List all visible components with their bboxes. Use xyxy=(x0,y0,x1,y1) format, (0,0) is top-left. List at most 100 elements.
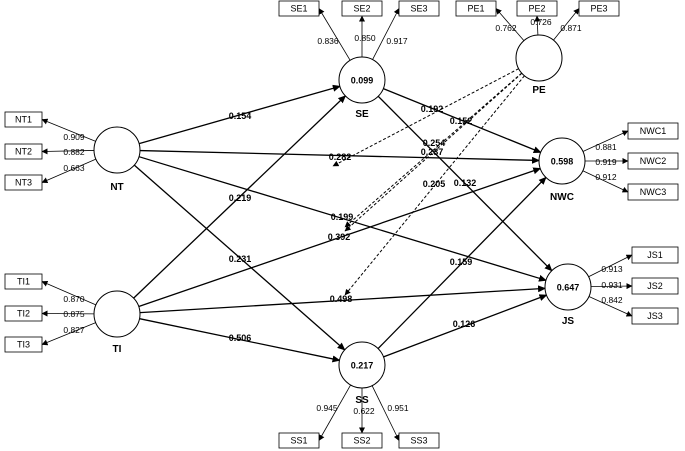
loading-arrow-ti1 xyxy=(41,280,97,306)
path-coef-ti-nwc: 0.392 xyxy=(328,232,351,242)
indicator-label-ti2: TI2 xyxy=(17,309,30,319)
loading-value-ss2: 0.622 xyxy=(353,406,375,416)
loading-value-js1: 0.913 xyxy=(601,264,623,274)
loading-value-se2: 0.850 xyxy=(354,33,376,43)
latent-circle-js xyxy=(544,263,592,311)
latent-circle-nt xyxy=(93,126,141,174)
loading-value-nwc3: 0.912 xyxy=(595,172,617,182)
loading-value-pe2: 0.726 xyxy=(530,17,552,27)
indicator-box-nt2 xyxy=(4,143,43,160)
indicator-label-nwc3: NWC3 xyxy=(640,187,667,197)
indicator-label-pe1: PE1 xyxy=(467,4,484,14)
path-nt-js xyxy=(138,156,547,282)
indicator-box-nwc1 xyxy=(627,122,679,140)
loading-arrow-nt3 xyxy=(41,158,97,184)
r-squared-js: 0.647 xyxy=(557,283,580,293)
moderation-path-pe-ti-js xyxy=(344,75,525,296)
path-coef-ti-js: 0.498 xyxy=(330,294,353,304)
indicator-box-nwc3 xyxy=(627,183,679,201)
path-coef-nt-nwc: 0.282 xyxy=(329,152,352,162)
loading-value-nt2: 0.882 xyxy=(63,147,85,157)
indicator-box-se3 xyxy=(398,0,440,17)
latent-label-ti: TI xyxy=(113,344,122,355)
loading-arrow-ss1 xyxy=(318,384,351,441)
indicator-box-ss3 xyxy=(398,432,440,449)
latent-label-se: SE xyxy=(355,109,369,120)
latent-label-nt: NT xyxy=(110,182,123,193)
path-nt-nwc xyxy=(139,149,541,164)
indicator-label-se2: SE2 xyxy=(353,4,370,14)
path-coef-ti-ss: 0.506 xyxy=(229,333,252,343)
indicator-box-pe2 xyxy=(516,0,558,17)
latent-circle-ti xyxy=(93,290,141,338)
path-coef-nt-ss: 0.231 xyxy=(229,254,252,264)
path-ti-se xyxy=(133,95,347,299)
path-se-js xyxy=(377,95,553,272)
indicator-box-pe3 xyxy=(578,0,620,17)
path-nt-ss xyxy=(133,164,346,351)
loading-value-nwc2: 0.919 xyxy=(595,157,617,167)
latent-circle-nwc xyxy=(538,137,586,185)
indicator-label-js3: JS3 xyxy=(647,311,663,321)
indicator-label-se3: SE3 xyxy=(410,4,427,14)
loading-arrow-js1 xyxy=(588,254,633,278)
path-coef-nt-se: 0.154 xyxy=(229,111,252,121)
path-coef-nt-js: 0.199 xyxy=(331,212,354,222)
loading-value-se3: 0.917 xyxy=(386,36,408,46)
indicator-label-nwc1: NWC1 xyxy=(640,126,667,136)
indicator-box-js3 xyxy=(631,307,679,325)
indicator-box-js2 xyxy=(631,277,679,295)
indicator-label-nwc2: NWC2 xyxy=(640,156,667,166)
loading-value-pe1: 0.762 xyxy=(495,23,517,33)
path-ss-js xyxy=(383,294,548,358)
moderation-path-pe-ti-se xyxy=(344,72,522,228)
path-coef-ss-js: 0.126 xyxy=(453,319,476,329)
loading-value-js3: 0.842 xyxy=(601,295,623,305)
loading-arrow-pe1 xyxy=(495,8,525,41)
loading-value-ti1: 0.870 xyxy=(63,294,85,304)
indicator-label-nt1: NT1 xyxy=(15,115,32,125)
indicator-label-nt3: NT3 xyxy=(15,178,32,188)
path-ti-ss xyxy=(139,318,341,363)
loading-value-se1: 0.836 xyxy=(317,36,339,46)
path-coef-ss-nwc: 0.159 xyxy=(450,257,473,267)
indicator-box-se2 xyxy=(341,0,383,17)
path-coef-ti-se: 0.219 xyxy=(229,193,252,203)
latent-circle-ss xyxy=(338,341,386,389)
indicator-label-ss1: SS1 xyxy=(290,436,307,446)
r-squared-nwc: 0.598 xyxy=(551,157,574,167)
indicator-label-ss2: SS2 xyxy=(353,436,370,446)
moderation-path-pe-nt-js xyxy=(344,72,523,232)
indicator-box-js1 xyxy=(631,246,679,264)
indicator-label-pe3: PE3 xyxy=(590,4,607,14)
indicator-box-ti1 xyxy=(4,273,43,290)
path-coefficients: 0.154 0.282 0.199 0.231 0.219 0.392 0.498 0.506… xyxy=(229,104,477,343)
loading-value-nt3: 0.663 xyxy=(63,163,85,173)
indicator-label-js1: JS1 xyxy=(647,250,663,260)
loading-arrow-pe2 xyxy=(534,15,541,36)
indicator-box-ss2 xyxy=(341,432,383,449)
structural-paths xyxy=(133,68,553,363)
indicator-label-ti1: TI1 xyxy=(17,277,30,287)
indicator-box-ti2 xyxy=(4,305,43,322)
loading-value-ti3: 0.827 xyxy=(63,325,85,335)
latent-label-nwc: NWC xyxy=(550,192,574,203)
path-coef-se-js: 0.152 xyxy=(450,116,473,126)
loading-arrow-ss3 xyxy=(371,385,400,441)
indicator-box-ti3 xyxy=(4,336,43,353)
indicator-box-nt1 xyxy=(4,111,43,128)
path-nt-se xyxy=(138,84,341,145)
latent-circle-se xyxy=(338,56,386,104)
loading-arrow-ti3 xyxy=(41,322,96,346)
loading-arrow-se3 xyxy=(372,8,400,60)
moderation-coef-pe-nt-js: 0.132 xyxy=(454,178,477,188)
indicator-label-se1: SE1 xyxy=(290,4,307,14)
r-squared-ss: 0.217 xyxy=(351,361,374,371)
loading-value-pe3: 0.871 xyxy=(560,23,582,33)
latent-label-ss: SS xyxy=(355,395,369,406)
latent-label-pe: PE xyxy=(532,85,546,96)
path-coef-se-nwc: 0.192 xyxy=(421,104,444,114)
indicator-label-pe2: PE2 xyxy=(528,4,545,14)
indicator-box-nt3 xyxy=(4,174,43,191)
